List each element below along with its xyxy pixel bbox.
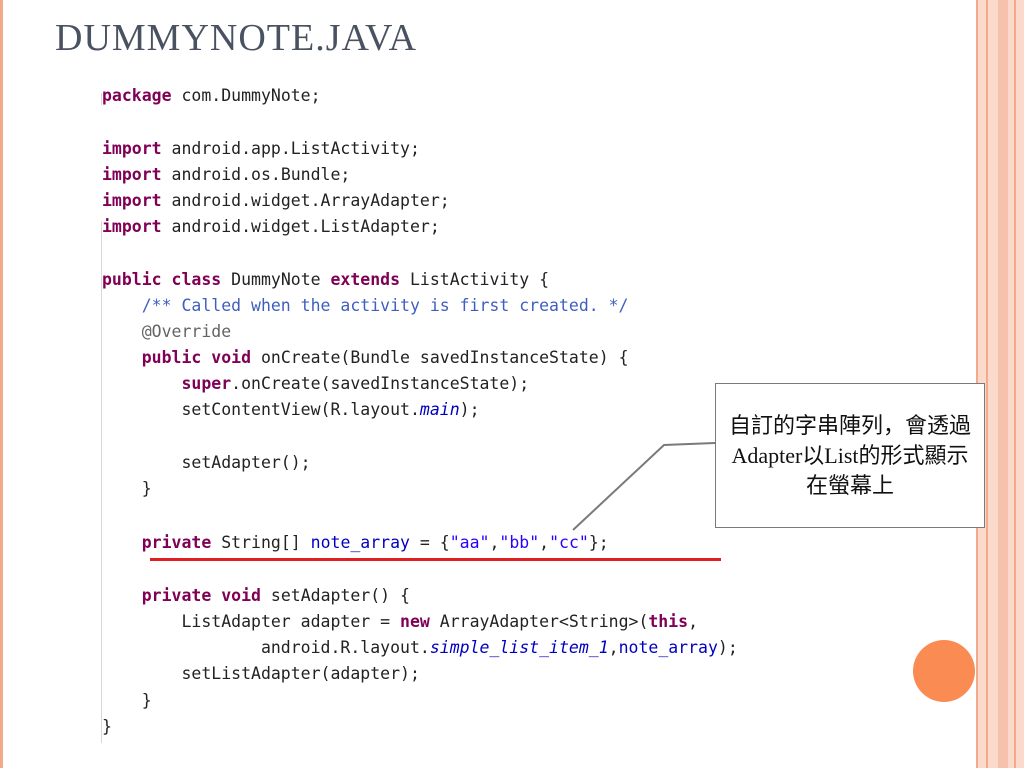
code-line-close-brace: } [102, 479, 152, 498]
code-line-import: import android.app.ListActivity; [102, 139, 420, 158]
callout-text: 自訂的字串陣列，會透過Adapter以List的形式顯示在螢幕上 [728, 412, 971, 498]
callout-box: 自訂的字串陣列，會透過Adapter以List的形式顯示在螢幕上 [715, 383, 985, 528]
left-accent-bar [0, 0, 3, 768]
code-listing: package com.DummyNote; import android.ap… [101, 83, 902, 743]
code-line-set-content-view: setContentView(R.layout.main); [102, 400, 480, 419]
code-line-note-array: private String[] note_array = {"aa","bb"… [141, 533, 609, 552]
code-line-set-adapter-call: setAdapter(); [102, 453, 311, 472]
code-line-adapter-args: android.R.layout.simple_list_item_1,note… [102, 638, 738, 657]
code-line-import: import android.os.Bundle; [102, 165, 351, 184]
code-line-super-call: super.onCreate(savedInstanceState); [181, 374, 530, 393]
note-array-underline [150, 558, 721, 561]
code-line-import: import android.widget.ArrayAdapter; [102, 191, 450, 210]
code-line-set-list-adapter: setListAdapter(adapter); [102, 664, 420, 683]
code-line-import: import android.widget.ListAdapter; [102, 217, 440, 236]
code-line-oncreate: public void onCreate(Bundle savedInstanc… [141, 348, 629, 367]
slide-title: DUMMYNOTE.JAVA [55, 17, 418, 59]
code-line-adapter-new: ListAdapter adapter = new ArrayAdapter<S… [102, 612, 699, 631]
code-line-comment: /** Called when the activity is first cr… [102, 296, 629, 315]
code-line-class-close: } [102, 717, 112, 736]
code-line-annotation: @Override [102, 322, 232, 341]
code-line-class-decl: public class DummyNote extends ListActiv… [102, 270, 550, 289]
code-line-package: package com.DummyNote; [102, 86, 321, 105]
code-line-set-adapter-decl: private void setAdapter() { [141, 586, 410, 605]
orange-dot-decoration [913, 640, 975, 702]
code-line-close-brace: } [102, 691, 152, 710]
